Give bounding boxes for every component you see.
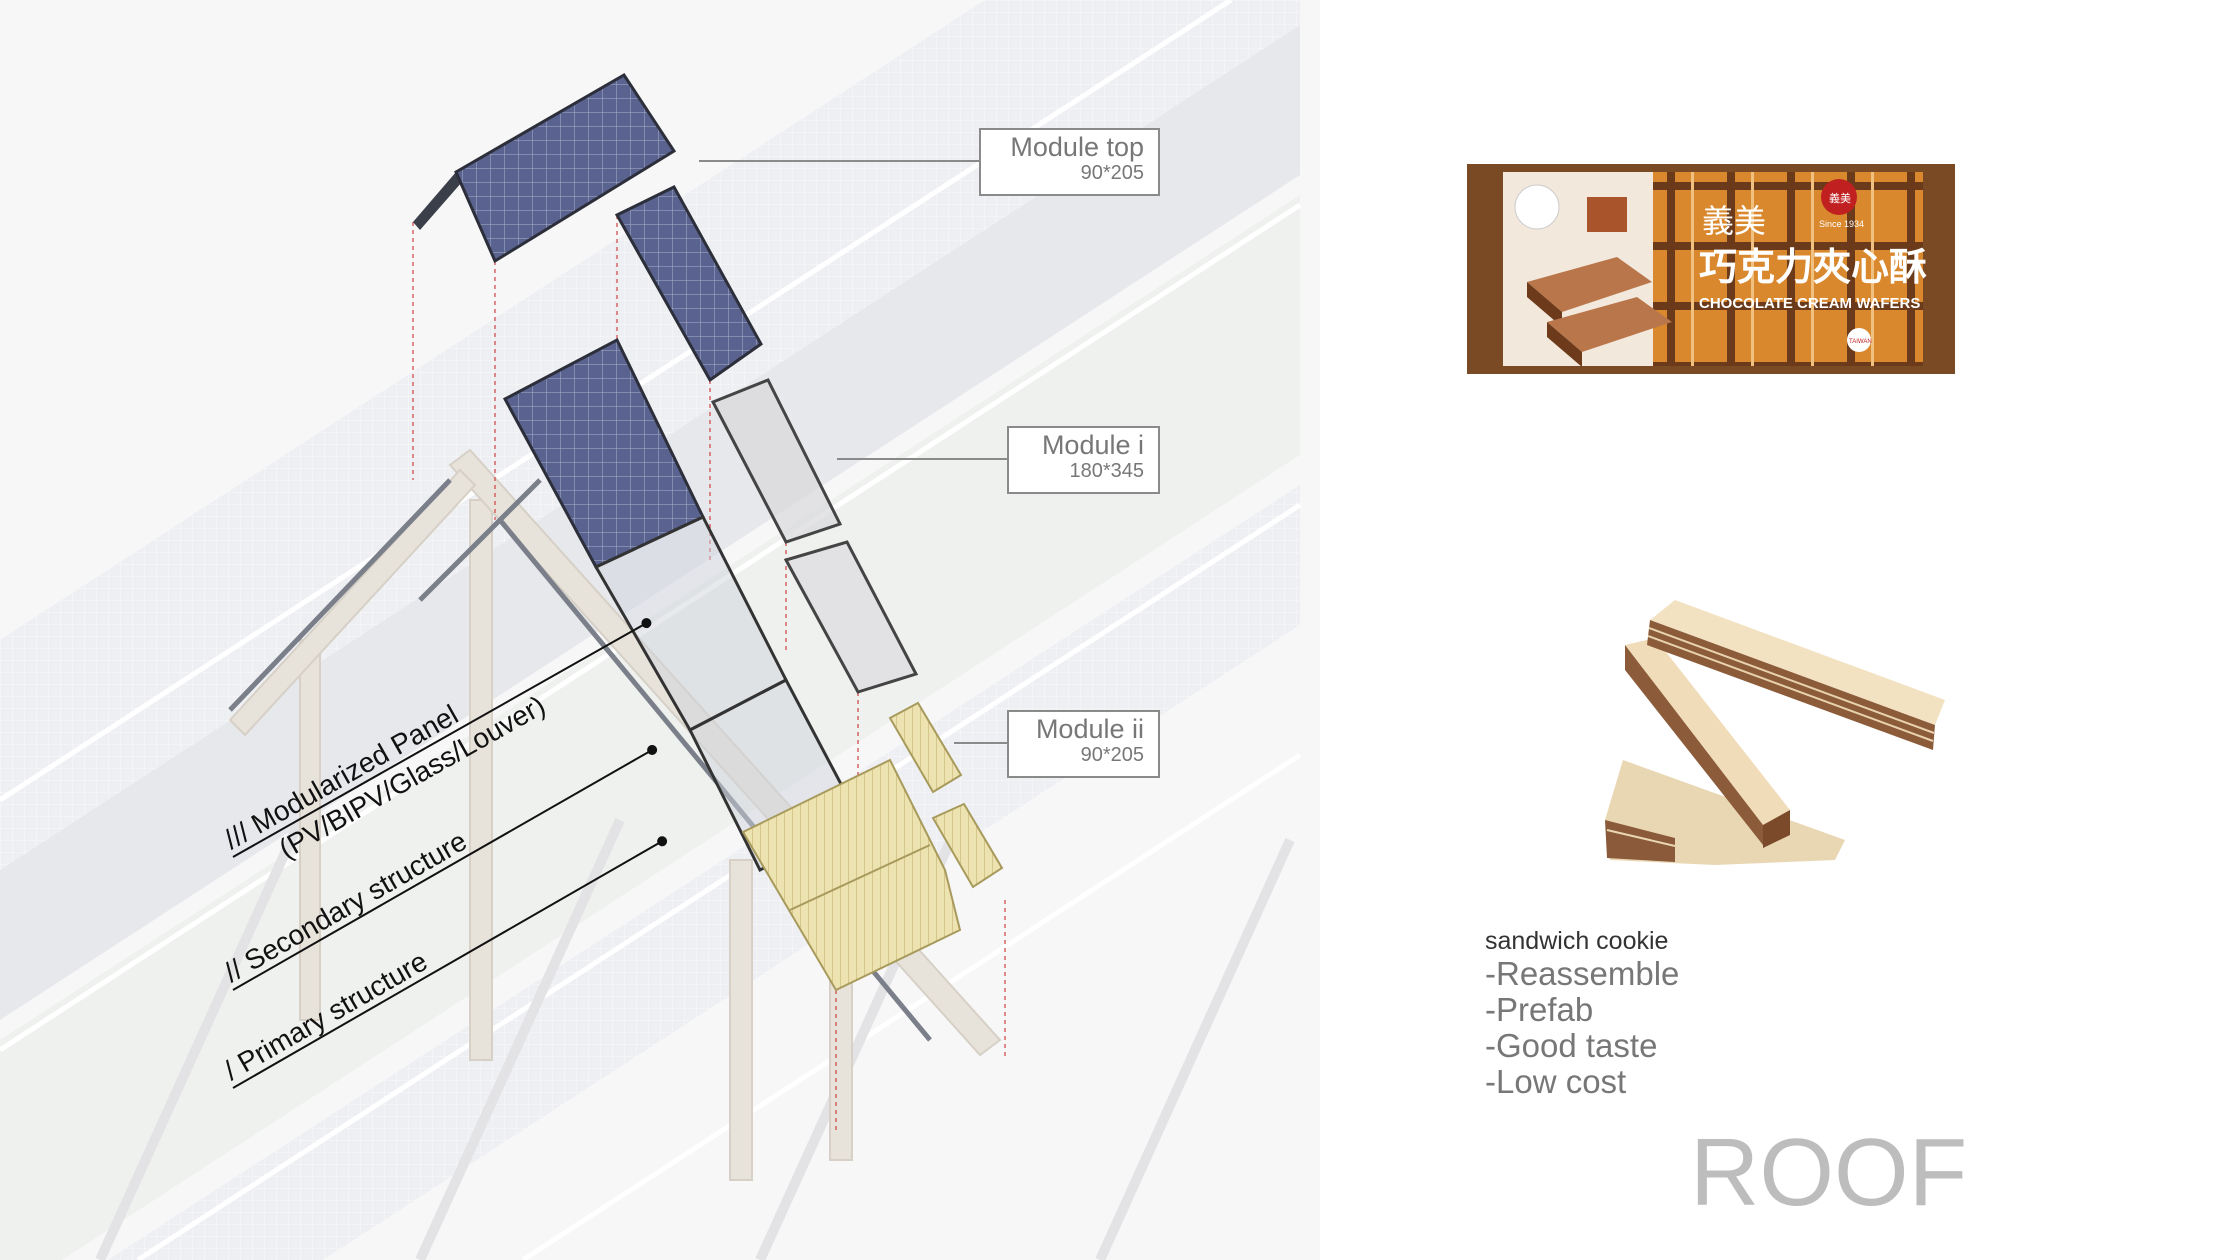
module-top-label: Module top 90*205 [979,128,1160,196]
module-size: 90*205 [1080,162,1144,184]
note-item: -Good taste [1485,1027,1658,1064]
module-name: Module ii [1035,714,1144,744]
product-en-text: CHOCOLATE CREAM WAFERS [1699,295,1920,312]
module-name: Module top [1010,132,1144,162]
brand-text: 義美 [1702,203,1766,239]
notes-title: sandwich cookie [1485,927,1669,955]
module-ii-label: Module ii 90*205 [1007,710,1160,778]
wafer-illustration [1514,184,1672,367]
module-i-label: Module i 180*345 [1007,426,1160,494]
module-leader-lines [699,160,1007,744]
svg-text:TAIWAN: TAIWAN [1849,339,1872,345]
note-item: -Prefab [1485,991,1594,1028]
product-cn-text: 巧克力夾心酥 [1699,247,1927,289]
module-size: 90*205 [1080,744,1144,766]
wafer-top [1647,600,1945,750]
svg-text:Since 1934: Since 1934 [1819,219,1864,229]
module-name: Module i [1041,430,1144,460]
note-item: -Low cost [1485,1063,1627,1100]
module-top-panel [413,72,763,383]
section-title: ROOF [1690,1119,1968,1226]
wafer-bottom [1605,760,1845,865]
svg-text:義美: 義美 [1829,191,1851,205]
brand-logo [1821,179,1857,215]
exploded-roof-axonometric: /// Modularized Panel (PV/BIPV/Glass/Lou… [0,0,1300,1260]
module-ii-panel [741,701,1004,992]
taiwan-badge [1847,328,1871,352]
wafer-middle [1625,638,1790,848]
sandwich-cookie-notes: sandwich cookie -Reassemble -Prefab -Goo… [1485,926,1679,1100]
note-item: -Reassemble [1485,955,1680,992]
module-size: 180*345 [1069,460,1144,482]
wafer-package-image: 義美 巧克力夾心酥 CHOCOLATE CREAM WAFERS 義美 Sinc… [1467,164,1955,374]
wafer-cookies-image [1605,600,1945,865]
